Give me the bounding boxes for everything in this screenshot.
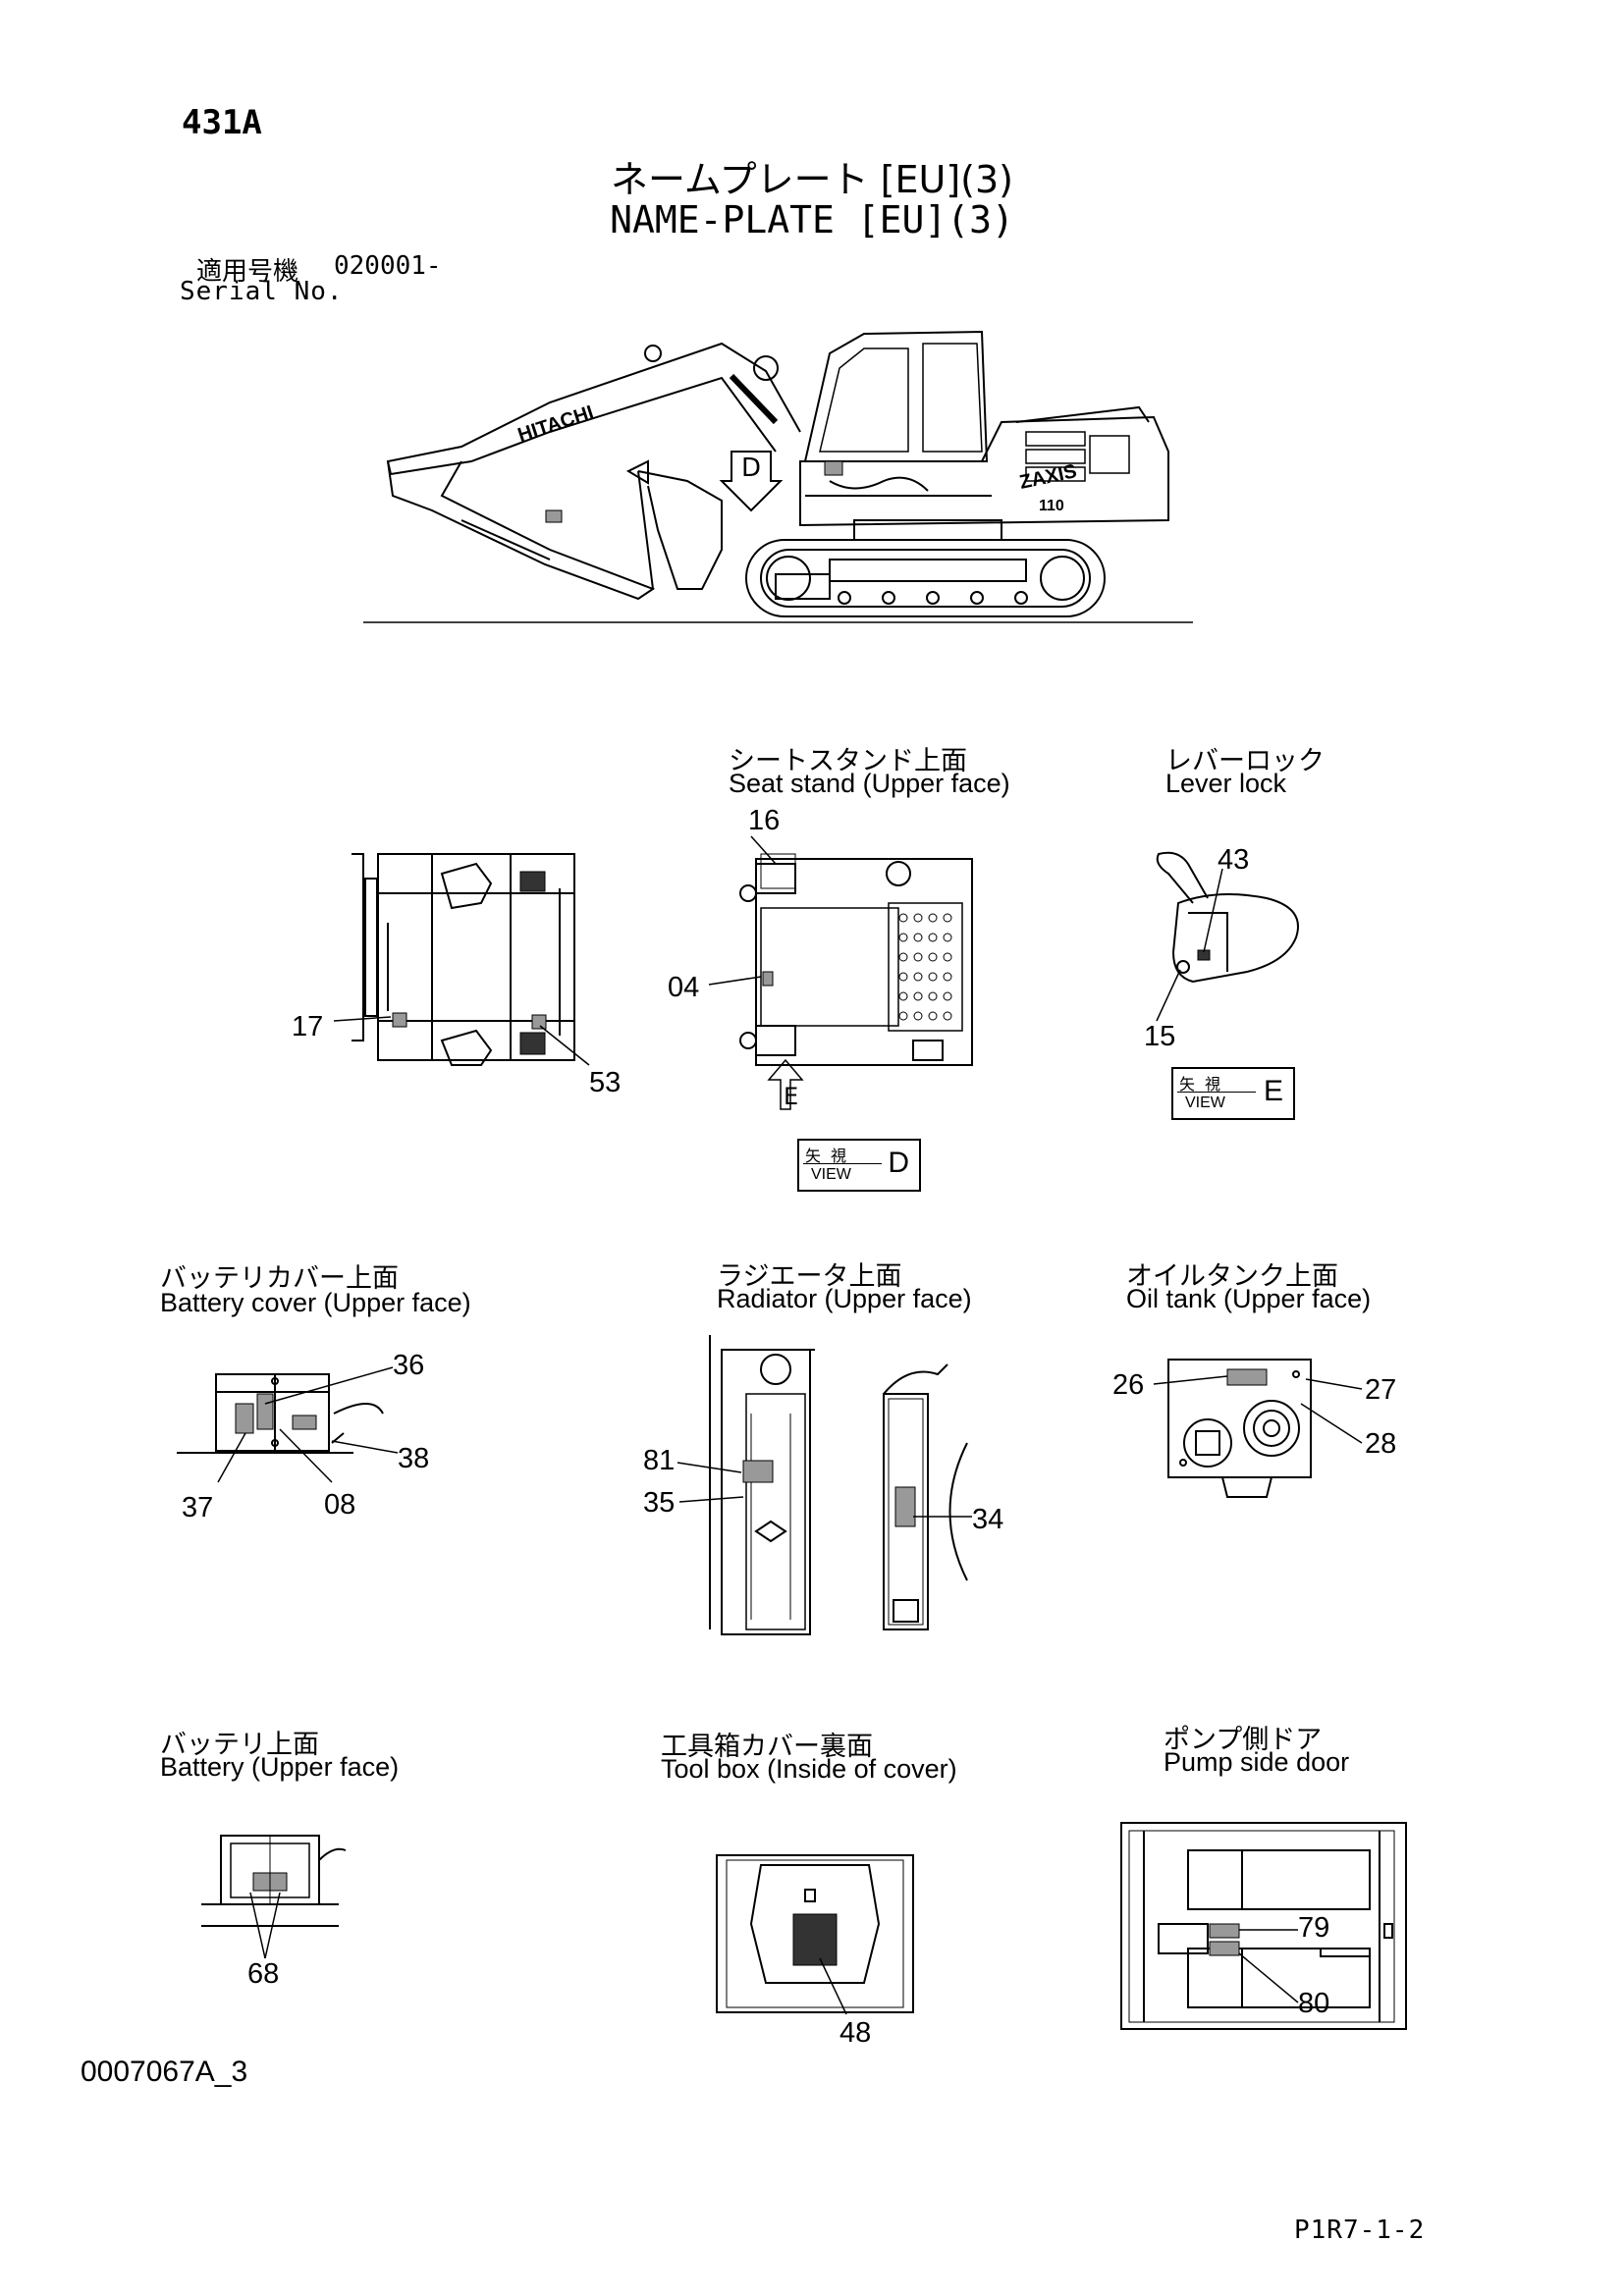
view-arrow-e-label: E [784,1083,798,1110]
seat-stand-grille [898,913,952,1021]
callout-35: 35 [643,1487,676,1519]
battery-cover-drawing [177,1373,384,1454]
radiator-drawing [709,1335,968,1635]
view-arrow-d-label: D [741,454,761,483]
engine-hood-grilles [1025,431,1130,482]
callout-16: 16 [748,805,781,836]
pump-door-label-jp: ポンプ側ドア [1164,1725,1323,1755]
serial-label-japanese: 適用号機 [196,257,299,287]
view-box-e-kanji: 矢視 [1179,1075,1231,1094]
lever-lock-label-en: Lever lock [1165,769,1287,798]
serial-label-english: Serial No. [180,277,344,306]
serial-value: 020001- [334,251,442,281]
callout-53: 53 [589,1067,622,1098]
lever-lock-drawing [1156,851,1299,984]
callout-27: 27 [1365,1374,1397,1406]
battery-drawing [201,1835,347,1927]
callout-81: 81 [643,1445,676,1476]
leader-lines [217,835,1363,2015]
track-rollers [766,556,1085,605]
callout-36: 36 [393,1350,425,1381]
radiator-label-en: Radiator (Upper face) [717,1284,972,1313]
view-box-d-letter: D [888,1147,909,1179]
callout-17: 17 [292,1011,324,1042]
pump-door-label-en: Pump side door [1164,1747,1350,1777]
callout-26: 26 [1112,1369,1145,1401]
callout-37: 37 [182,1492,214,1523]
oil-tank-drawing [1167,1359,1312,1498]
excavator-drawing: ZAXIS 110 HITACHI D [363,330,1193,623]
seat-stand-label-en: Seat stand (Upper face) [729,769,1010,798]
title-english: NAME-PLATE [EU](3) [610,198,1014,241]
page-code: 431A [182,103,262,142]
tool-box-label-jp: 工具箱カバー裏面 [661,1732,873,1762]
tool-box-label-en: Tool box (Inside of cover) [661,1754,957,1784]
callout-80: 80 [1298,1988,1330,2019]
view-arrow-d [719,451,784,512]
callout-48: 48 [839,2017,872,2049]
page-number: P1R7-1-2 [1294,2216,1426,2245]
callout-43: 43 [1218,844,1250,876]
document-number: 0007067A_3 [81,2056,248,2088]
callout-15: 15 [1144,1021,1176,1052]
view-box-d-view: VIEW [811,1166,851,1183]
callout-79: 79 [1298,1912,1330,1944]
view-box-d: 矢視 VIEW D [797,1139,921,1192]
callout-68: 68 [247,1958,280,1990]
title-japanese: ネームプレート [EU](3) [611,158,1013,201]
battery-label-jp: バッテリ上面 [160,1730,319,1760]
view-box-e-view: VIEW [1185,1095,1225,1111]
brand-text: HITACHI [515,401,597,447]
tool-box-drawing [716,1854,914,2013]
lever-lock-label-jp: レバーロック [1165,746,1325,776]
battery-cover-label-jp: バッテリカバー上面 [160,1263,399,1294]
view-box-d-kanji: 矢視 [805,1147,857,1165]
battery-label-en: Battery (Upper face) [160,1752,400,1782]
seat-stand-label-jp: シートスタンド上面 [729,746,967,776]
cab-floor-view-drawing [352,853,575,1066]
model-text: ZAXIS [1017,460,1078,494]
pump-door-drawing [1120,1822,1407,2030]
battery-cover-label-en: Battery cover (Upper face) [160,1288,471,1317]
callout-04: 04 [668,972,700,1003]
view-box-e-divider [1177,1092,1256,1093]
view-box-e-letter: E [1263,1075,1283,1107]
model-number: 110 [1039,498,1064,514]
view-arrow-e [767,1058,804,1110]
callout-28: 28 [1365,1428,1397,1460]
oil-tank-label-jp: オイルタンク上面 [1126,1261,1338,1292]
callout-08: 08 [324,1489,356,1521]
view-box-d-divider [803,1163,882,1164]
view-box-e: 矢視 VIEW E [1171,1067,1295,1120]
seat-stand-drawing: E [739,853,973,1110]
callout-38: 38 [398,1443,430,1474]
oil-tank-label-en: Oil tank (Upper face) [1126,1284,1372,1313]
callout-34: 34 [972,1504,1004,1535]
radiator-label-jp: ラジエータ上面 [717,1261,902,1292]
